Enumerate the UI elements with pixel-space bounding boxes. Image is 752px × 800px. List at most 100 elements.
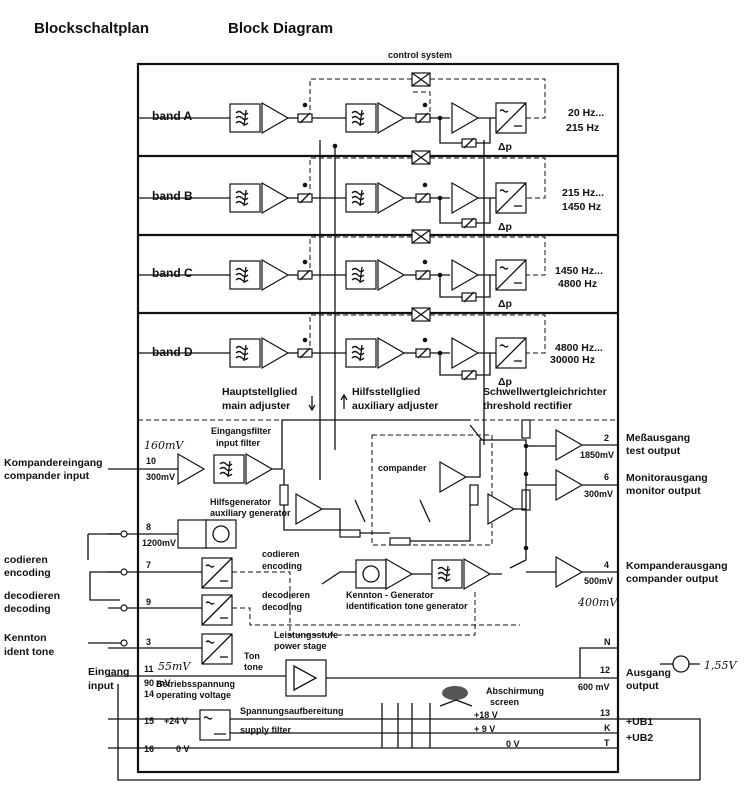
pin-6: 6 xyxy=(604,472,609,482)
tone-de: Ton xyxy=(244,651,260,661)
out-de: Ausgang xyxy=(626,667,671,679)
dec-de: decodieren xyxy=(4,590,60,602)
screen-de: Abschirmung xyxy=(486,686,544,696)
band-c-f1: 1450 Hz... xyxy=(555,265,603,277)
compander-wiring xyxy=(466,439,527,560)
band-d-dp: Δp xyxy=(498,376,512,388)
power-amp-icon xyxy=(293,664,318,692)
handwritten-160mv: 160mV xyxy=(144,439,184,452)
compander-label: compander xyxy=(378,463,427,473)
operating-voltage-en: operating voltage xyxy=(156,690,231,700)
ident-amp xyxy=(385,558,413,590)
out-en: output xyxy=(626,680,659,692)
title-de: Blockschaltplan xyxy=(34,20,149,37)
arrow-up-icon xyxy=(340,393,348,401)
pin-11: 11 xyxy=(144,664,154,674)
pin-14: 14 xyxy=(144,689,154,699)
test-out-en: test output xyxy=(626,445,681,457)
compander-amp-2 xyxy=(295,493,323,525)
band-d-label: band D xyxy=(152,345,193,359)
band-d-f2: 30000 Hz xyxy=(550,354,595,366)
pin-15: 15 xyxy=(144,716,154,726)
decoding-rectifier xyxy=(201,594,233,626)
aux-adjuster-en: auxiliary adjuster xyxy=(352,400,438,412)
encoding-en: encoding xyxy=(262,561,302,571)
band-b-row xyxy=(138,150,546,229)
pin-4-level: 500mV xyxy=(584,576,613,586)
ident-en: ident tone xyxy=(4,646,54,658)
encoding-rectifier xyxy=(201,557,233,589)
band-d-row xyxy=(138,307,546,381)
pin-T: T xyxy=(604,738,610,748)
pin-13: 13 xyxy=(600,708,610,718)
band-a-dp: Δp xyxy=(498,141,512,153)
junction-dot xyxy=(523,471,529,477)
pin-2: 2 xyxy=(604,433,609,443)
ub1-label: +UB1 xyxy=(626,716,653,728)
pin-15-level: +24 V xyxy=(164,716,188,726)
sine-icon xyxy=(212,525,230,543)
input-filter-block xyxy=(213,454,245,484)
handwritten-400mv: 400mV xyxy=(577,596,618,609)
power-stage-en: power stage xyxy=(274,641,327,651)
input-filter-amp xyxy=(245,453,273,485)
pin-6-level: 300mV xyxy=(584,489,613,499)
resistor xyxy=(469,484,479,506)
band-b-label: band B xyxy=(152,189,193,203)
input-filter-de: Eingangsfilter xyxy=(211,426,272,436)
comp-out-en: compander output xyxy=(626,573,719,585)
tone-en: tone xyxy=(244,662,263,672)
band-c-f2: 4800 Hz xyxy=(558,278,597,290)
band-d-f1: 4800 Hz... xyxy=(555,342,603,354)
terminal xyxy=(120,604,128,612)
aux-gen-amp xyxy=(177,519,209,549)
pin-16-level: 0 V xyxy=(176,744,190,754)
supply-icon xyxy=(203,716,226,735)
band-c-label: band C xyxy=(152,266,193,280)
supply-rails xyxy=(108,718,618,749)
handwritten-155v: 1,55V xyxy=(704,659,737,672)
pin-8: 8 xyxy=(146,522,151,532)
rail-0v: 0 V xyxy=(506,739,520,749)
screen-link xyxy=(439,699,473,707)
ident-gen-en: identification tone generator xyxy=(346,601,468,611)
terminal xyxy=(120,639,128,647)
test-out-amp xyxy=(555,429,583,461)
threshold-rectifier-en: threshold rectifier xyxy=(483,400,572,412)
pin-4: 4 xyxy=(604,560,609,570)
test-out-de: Meßausgang xyxy=(626,432,690,444)
pin-8-level: 1200mV xyxy=(142,538,176,548)
enclosure xyxy=(136,62,620,774)
pin-10-level: 300mV xyxy=(146,472,175,482)
resistor xyxy=(339,529,361,538)
ident-wiring xyxy=(321,559,527,585)
switch xyxy=(354,424,483,523)
handwritten-55mv: 55mV xyxy=(158,660,191,673)
ident-filter-amp xyxy=(463,558,491,590)
main-adjuster-en: main adjuster xyxy=(222,400,290,412)
pin-3: 3 xyxy=(146,637,151,647)
filter-out-line xyxy=(272,419,470,470)
decoding-de: decodieren xyxy=(262,590,310,600)
compander-amp xyxy=(439,461,467,493)
main-adjuster-de: Hauptstellglied xyxy=(222,386,297,398)
meter-icon xyxy=(672,655,690,673)
band-b-dp: Δp xyxy=(498,221,512,233)
band-a-f2: 215 Hz xyxy=(566,122,599,134)
band-c-dp: Δp xyxy=(498,298,512,310)
terminal xyxy=(120,530,128,538)
supply-filter-en: supply filter xyxy=(240,725,292,735)
compander-wiring xyxy=(283,469,471,542)
comp-in-de: Kompandereingang xyxy=(4,457,103,469)
aux-gen-en: auxiliary generator xyxy=(210,508,291,518)
resistor xyxy=(521,419,531,439)
control-system-label: control system xyxy=(388,50,452,60)
power-wiring xyxy=(108,647,618,679)
aux-gen-de: Hilfsgenerator xyxy=(210,497,272,507)
band-a-f1: 20 Hz... xyxy=(568,107,604,119)
monitor-out-amp xyxy=(555,469,583,501)
enc-en: encoding xyxy=(4,567,51,579)
monitor-out-de: Monitorausgang xyxy=(626,472,708,484)
supply-filter-box xyxy=(199,709,231,741)
comp-out-de: Kompanderausgang xyxy=(626,560,728,572)
